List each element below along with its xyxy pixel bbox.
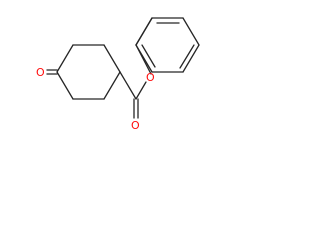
phenyl-bond xyxy=(182,44,200,73)
structure-diagram: O O O xyxy=(36,17,200,132)
bonds xyxy=(46,17,200,119)
ring-bond xyxy=(103,44,121,73)
ring-bond xyxy=(56,44,74,73)
ketone-oxygen-label: O xyxy=(36,66,45,79)
atom-labels: O O O xyxy=(36,66,155,132)
carbonyl-oxygen-label: O xyxy=(131,119,140,132)
carbonyl-to-oxygen-bond xyxy=(135,81,147,100)
ring-to-carbonyl-bond xyxy=(119,71,137,100)
phenyl-bond xyxy=(135,44,153,73)
ring-bond xyxy=(56,71,74,100)
phenyl-bond xyxy=(135,17,153,46)
ester-oxygen-label: O xyxy=(146,71,155,84)
phenyl-inner-bond xyxy=(141,44,156,68)
phenyl-bond xyxy=(182,17,200,46)
phenyl-inner-bond xyxy=(179,44,195,69)
ring-bond xyxy=(103,71,121,100)
